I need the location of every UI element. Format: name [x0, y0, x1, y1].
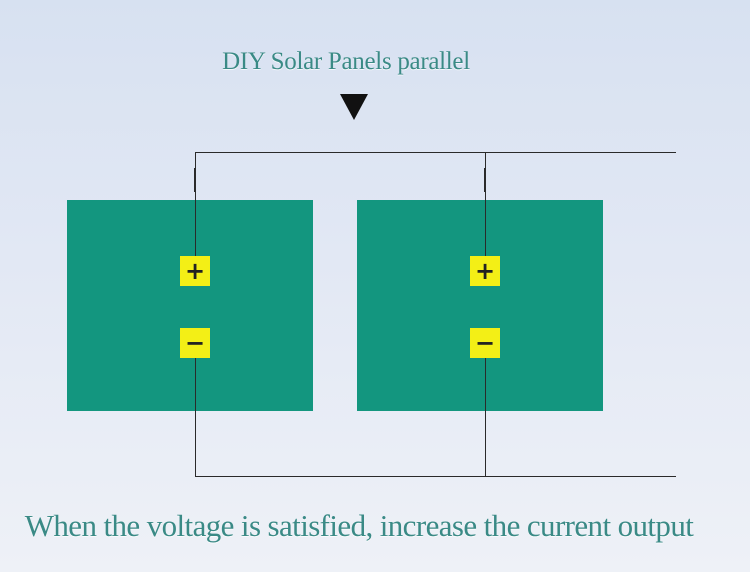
diagram-caption: When the voltage is satisfied, increase … [24, 508, 694, 543]
solar-panel-2 [357, 200, 603, 411]
top-bus-wire [195, 152, 676, 153]
diagram-title: DIY Solar Panels parallel [222, 48, 470, 75]
down-arrow-icon [340, 94, 368, 120]
panel-1-negative-terminal: − [180, 328, 210, 358]
panel-1-positive-wire [195, 152, 196, 269]
panel-1-negative-wire [195, 343, 196, 477]
solar-panel-1 [67, 200, 313, 411]
bottom-bus-wire [195, 476, 676, 477]
panel-2-negative-terminal: − [470, 328, 500, 358]
panel-1-positive-lead [194, 168, 196, 192]
panel-2-positive-wire [485, 152, 486, 269]
panel-1-positive-terminal: + [180, 256, 210, 286]
panel-2-positive-lead [484, 168, 486, 192]
panel-2-positive-terminal: + [470, 256, 500, 286]
panel-2-negative-wire [485, 343, 486, 477]
